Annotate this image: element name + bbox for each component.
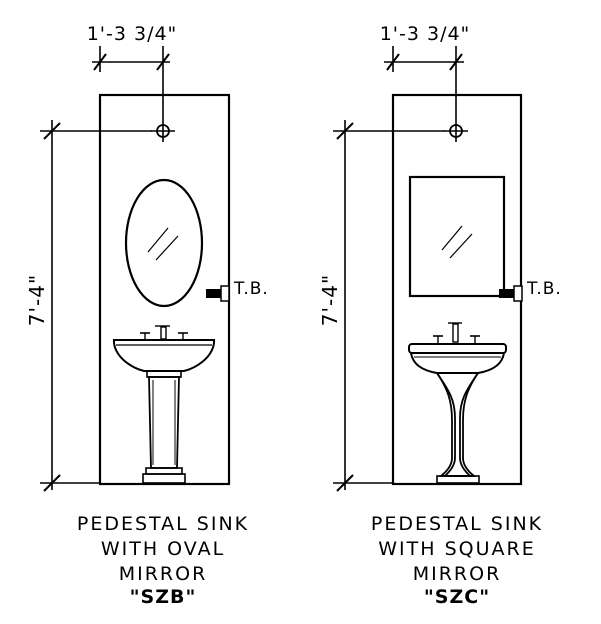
towel-bar: T.B. (499, 279, 562, 302)
light-fixture-symbol (151, 120, 175, 142)
light-fixture-symbol (444, 120, 468, 142)
caption-line: WITH OVAL (101, 538, 225, 560)
oval-mirror (124, 178, 204, 308)
elevation-szc: 1'-3 3/4" 7'-4" T.B. (318, 23, 562, 608)
towel-bar: T.B. (206, 279, 269, 302)
elevation-szb: 1'-3 3/4" 7'-4" T.B. (25, 23, 269, 608)
height-dimension-text: 7'-4" (25, 274, 49, 326)
caption-szc: PEDESTAL SINK WITH SQUARE MIRROR "SZC" (371, 513, 543, 608)
caption-line: MIRROR (119, 563, 208, 585)
pedestal-sink-square (408, 322, 507, 484)
elevation-code: "SZC" (424, 586, 490, 608)
height-dimension-text: 7'-4" (318, 274, 342, 326)
width-dimension-left: 1'-3 3/4" (87, 23, 178, 120)
square-mirror (408, 175, 506, 298)
caption-line: PEDESTAL SINK (77, 513, 249, 535)
width-dimension-text: 1'-3 3/4" (87, 23, 178, 45)
width-dimension-text: 1'-3 3/4" (380, 23, 471, 45)
caption-szb: PEDESTAL SINK WITH OVAL MIRROR "SZB" (77, 513, 249, 608)
pedestal-sink-round (113, 325, 215, 484)
width-dimension-right: 1'-3 3/4" (380, 23, 471, 120)
towel-bar-label: T.B. (526, 279, 562, 299)
elevation-code: "SZB" (130, 586, 197, 608)
caption-line: WITH SQUARE (378, 538, 535, 560)
height-dimension-left: 7'-4" (25, 120, 152, 492)
height-dimension-right: 7'-4" (318, 120, 445, 492)
caption-line: PEDESTAL SINK (371, 513, 543, 535)
caption-line: MIRROR (413, 563, 502, 585)
towel-bar-label: T.B. (233, 279, 269, 299)
